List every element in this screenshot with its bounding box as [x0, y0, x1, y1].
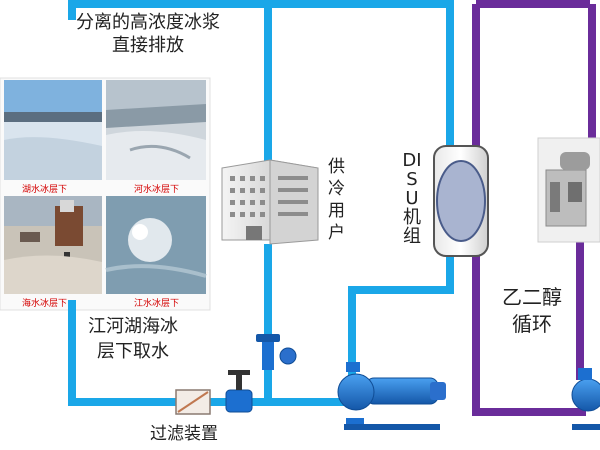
water-pipe-loop	[68, 0, 454, 406]
caption-sea: 海水冰层下	[22, 299, 68, 309]
photo-grid	[0, 77, 211, 311]
photo-jiang	[105, 196, 207, 294]
filter-icon	[175, 389, 211, 415]
photo-lake	[4, 80, 102, 180]
building-icon	[221, 159, 319, 245]
label-direct-discharge: 分离的高浓度冰浆 直接排放	[76, 12, 220, 56]
chiller-machine-icon	[537, 137, 600, 243]
label-glycol-loop: 乙二醇 循环	[502, 285, 562, 336]
valve-icon-bottom	[225, 370, 253, 413]
label-water-intake: 江河湖海冰 层下取水	[88, 316, 178, 363]
valve-icon	[256, 334, 297, 370]
pump-icon-right	[571, 368, 600, 430]
caption-jiang: 江水冰层下	[134, 299, 180, 309]
caption-lake: 湖水冰层下	[22, 185, 68, 195]
caption-river: 河水冰层下	[134, 185, 180, 195]
pump-icon	[337, 362, 446, 430]
label-disu-unit: DISU机组	[402, 150, 422, 247]
disu-unit-icon	[433, 145, 489, 257]
glycol-pipe-loop	[472, 0, 596, 416]
label-cooling-users: 供 冷 用 户	[328, 157, 345, 244]
photo-sea	[4, 196, 102, 294]
photo-river	[106, 80, 206, 180]
label-filter-device: 过滤装置	[150, 424, 218, 444]
